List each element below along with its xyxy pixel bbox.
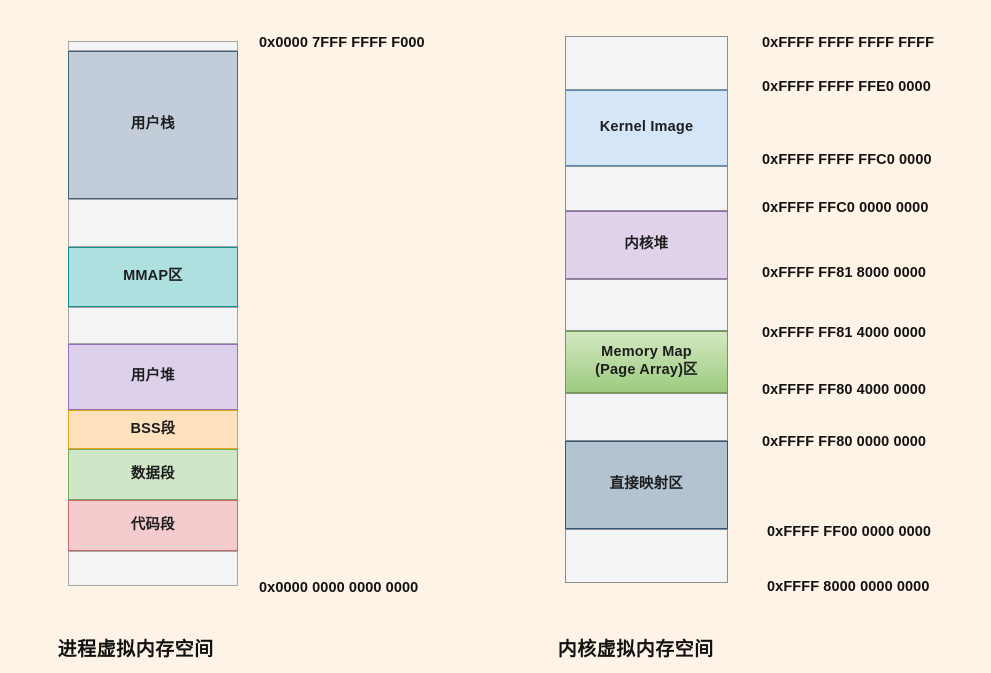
address-label-8: 0xFFFF FF00 0000 0000 xyxy=(767,524,932,540)
memory-block-5: 用户堆 xyxy=(68,344,238,410)
memory-block-label: 数据段 xyxy=(130,465,176,482)
memory-block-label: Memory Map(Page Array)区 xyxy=(595,344,698,378)
kernel-space-caption: 内核虚拟内存空间 xyxy=(558,639,715,660)
memory-block-label: BSS段 xyxy=(130,420,176,437)
memory-block-7: 直接映射区 xyxy=(565,441,728,529)
memory-block-8: 代码段 xyxy=(68,500,238,551)
memory-gap-0 xyxy=(68,41,238,51)
address-label-1: 0x0000 0000 0000 0000 xyxy=(259,580,419,596)
address-label-1: 0xFFFF FFFF FFE0 0000 xyxy=(762,79,931,95)
memory-block-6: BSS段 xyxy=(68,410,238,449)
address-label-2: 0xFFFF FFFF FFC0 0000 xyxy=(762,152,932,168)
memory-block-label: 用户堆 xyxy=(130,368,176,385)
address-label-4: 0xFFFF FF81 8000 0000 xyxy=(762,265,927,281)
memory-block-7: 数据段 xyxy=(68,449,238,500)
memory-gap-0 xyxy=(565,36,728,90)
address-label-6: 0xFFFF FF80 4000 0000 xyxy=(762,382,927,398)
memory-gap-4 xyxy=(68,307,238,344)
memory-gap-6 xyxy=(565,393,728,441)
address-label-7: 0xFFFF FF80 0000 0000 xyxy=(762,434,927,450)
kernel-memory-column: Kernel Image 内核堆 Memory Map(Page Array)区直接… xyxy=(565,36,728,583)
memory-gap-2 xyxy=(565,166,728,211)
address-label-3: 0xFFFF FFC0 0000 0000 xyxy=(762,200,929,216)
memory-block-label: 内核堆 xyxy=(624,236,669,253)
process-space-caption: 进程虚拟内存空间 xyxy=(58,639,215,660)
memory-block-label: Kernel Image xyxy=(599,119,694,136)
memory-block-3: 内核堆 xyxy=(565,211,728,279)
memory-block-label: 代码段 xyxy=(130,516,176,533)
memory-block-1: 用户栈 xyxy=(68,51,238,199)
memory-block-3: MMAP区 xyxy=(68,247,238,307)
process-memory-column: 用户栈 MMAP区用户堆 BSS段数据段代码段 xyxy=(68,41,238,586)
memory-gap-4 xyxy=(565,279,728,331)
memory-block-1: Kernel Image xyxy=(565,90,728,166)
memory-block-label: 直接映射区 xyxy=(609,476,684,493)
memory-gap-9 xyxy=(68,551,238,586)
memory-gap-2 xyxy=(68,199,238,247)
memory-block-label: 用户栈 xyxy=(130,116,176,133)
address-label-0: 0x0000 7FFF FFFF F000 xyxy=(259,35,425,51)
address-label-0: 0xFFFF FFFF FFFF FFFF xyxy=(762,35,935,51)
address-label-9: 0xFFFF 8000 0000 0000 xyxy=(767,579,930,595)
address-label-5: 0xFFFF FF81 4000 0000 xyxy=(762,325,927,341)
memory-block-label: MMAP区 xyxy=(123,268,183,285)
memory-gap-8 xyxy=(565,529,728,583)
memory-block-5: Memory Map(Page Array)区 xyxy=(565,331,728,393)
